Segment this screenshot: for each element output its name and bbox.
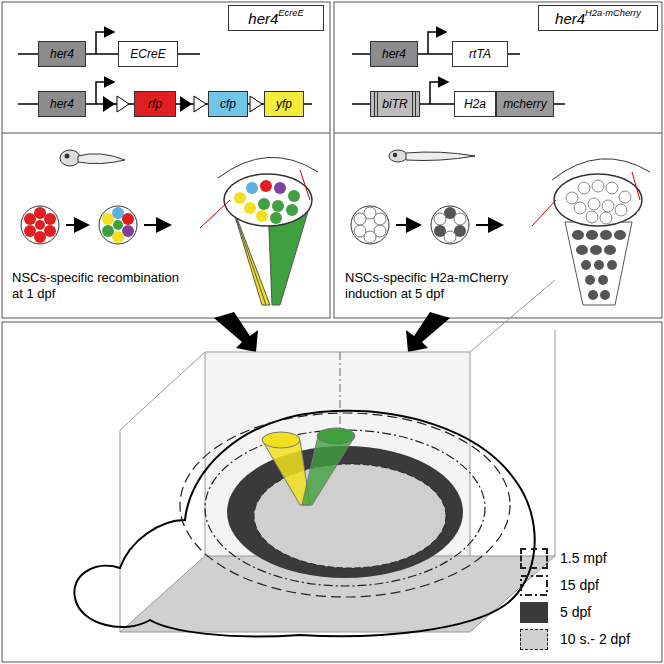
legend-text: 15 dpf	[560, 577, 599, 593]
legend-text: 10 s.- 2 dpf	[560, 631, 630, 647]
panel-frame	[2, 322, 662, 662]
legend-swatch	[520, 602, 548, 623]
node-text: yfp	[276, 97, 292, 111]
legend-text: 5 dpf	[560, 604, 591, 620]
promoter-box: her4	[370, 41, 418, 67]
superscript-text: H2a-mCherry	[585, 8, 641, 18]
promoter-box: her4	[38, 91, 86, 117]
lox-triangle	[250, 96, 262, 112]
node-text: her4	[50, 97, 74, 111]
divider	[334, 133, 662, 134]
lox-triangle	[117, 96, 129, 112]
caption-text: NSCs-specific recombination at 1 dpf	[12, 270, 182, 302]
nsc-cluster-white	[351, 206, 389, 244]
node-text: mcherry	[503, 97, 546, 111]
loxp-triangle	[180, 96, 192, 112]
node-text: her4	[382, 47, 406, 61]
caption-text: NSCs-specific H2a-mCherry induction at 5…	[345, 270, 525, 302]
dash-dot-sample	[520, 575, 548, 596]
node-text: her4	[248, 10, 278, 27]
panel-frame	[334, 2, 662, 318]
gene-box: mcherry	[496, 91, 554, 117]
big-arrow	[214, 312, 258, 352]
node-text: her4	[50, 47, 74, 61]
nsc-cluster-gray	[431, 206, 469, 244]
title-box: her4EcreE	[228, 5, 324, 31]
promoter-arrow	[96, 32, 114, 54]
gene-box: yfp	[264, 91, 304, 117]
embryo	[60, 150, 125, 166]
gene-box: H2a	[454, 91, 496, 117]
legend-swatch	[520, 548, 548, 569]
node-text: her4	[555, 10, 585, 27]
arrow	[476, 224, 502, 226]
gene-box: ECreE	[118, 41, 178, 67]
larva	[389, 150, 475, 162]
nsc-cluster-red	[21, 206, 59, 244]
big-arrow	[406, 312, 450, 352]
node-text: rtTA	[469, 47, 491, 61]
node-text: biTR	[382, 97, 407, 111]
gene-box: rfp	[134, 91, 176, 117]
node-text: cfp	[220, 97, 236, 111]
brain-cones	[200, 157, 318, 305]
nsc-cluster-color	[99, 206, 137, 244]
promoter-box: her4	[38, 41, 86, 67]
lox-triangle	[194, 96, 206, 112]
loxp-triangle	[103, 96, 115, 112]
superscript-text: EcreE	[278, 8, 303, 18]
arrow	[144, 224, 170, 226]
panel-frame	[2, 2, 330, 318]
brain-layers	[532, 159, 650, 305]
arrow	[396, 224, 420, 226]
legend-swatch	[520, 575, 548, 596]
legend-swatch	[520, 629, 548, 650]
promoter-arrow	[428, 32, 446, 54]
gene-box: rtTA	[452, 41, 508, 67]
operator-box: biTR	[370, 91, 420, 117]
divider	[2, 133, 330, 134]
gene-box: cfp	[208, 91, 248, 117]
title-box: her4H2a-mCherry	[538, 5, 658, 31]
legend-text: 1.5 mpf	[560, 550, 607, 566]
promoter-arrow	[430, 82, 448, 104]
node-text: rfp	[148, 97, 162, 111]
brain-3d	[74, 280, 555, 637]
node-text: H2a	[464, 97, 486, 111]
arrow	[66, 224, 88, 226]
node-text: ECreE	[130, 47, 165, 61]
